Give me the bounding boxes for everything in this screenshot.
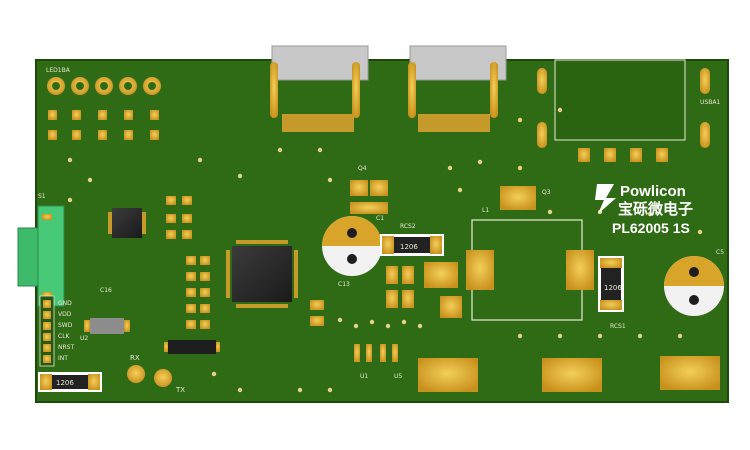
usb-connector-left bbox=[270, 45, 369, 132]
resistor-column-top bbox=[48, 110, 159, 140]
s1-label: S1 bbox=[38, 193, 46, 200]
tx-testpoint bbox=[154, 369, 172, 387]
bottom-pads bbox=[418, 356, 720, 392]
pin-int: INT bbox=[58, 355, 68, 362]
pin-nrst: NRST bbox=[58, 344, 74, 351]
led-row bbox=[47, 77, 161, 95]
component-cluster-center bbox=[310, 262, 462, 326]
resistor-rcs2 bbox=[380, 234, 444, 256]
c5-label: C5 bbox=[716, 249, 724, 256]
pcb-board bbox=[36, 60, 728, 402]
pin-gnd: GND bbox=[58, 300, 72, 307]
brand-name-cn: 宝砾微电子 bbox=[618, 200, 693, 218]
prog-header bbox=[39, 295, 55, 367]
brand-name: Powlicon bbox=[620, 183, 686, 200]
tx-label: TX bbox=[175, 386, 185, 394]
res-1206-c: 1206 bbox=[604, 284, 622, 292]
q3-label: Q3 bbox=[542, 189, 551, 196]
rx-label: RX bbox=[130, 354, 140, 362]
chip-u2 bbox=[108, 208, 146, 238]
pin-swd: SWD bbox=[58, 322, 73, 329]
u5-label: U5 bbox=[394, 373, 402, 380]
usb-connector-right bbox=[408, 45, 507, 132]
q4-label: Q4 bbox=[358, 165, 367, 172]
led-label: LED1BA bbox=[46, 67, 71, 74]
c16-label: C16 bbox=[100, 287, 112, 294]
mcu-chip bbox=[226, 240, 298, 308]
rcs-label: RCS2 bbox=[400, 223, 416, 230]
inductor-l1 bbox=[466, 219, 594, 321]
res-1206-b: 1206 bbox=[400, 243, 418, 251]
vias bbox=[67, 107, 703, 393]
rcs1-label: RCS1 bbox=[610, 323, 626, 330]
capacitor-c1 bbox=[322, 216, 382, 276]
res-1206-a: 1206 bbox=[56, 379, 74, 387]
mosfet-q4 bbox=[350, 180, 388, 214]
terminal-block bbox=[17, 205, 65, 307]
c1-label: C1 bbox=[376, 215, 384, 222]
mosfet-q3 bbox=[500, 186, 536, 210]
capacitor-c5 bbox=[664, 256, 724, 316]
pin-vdd: VDD bbox=[58, 311, 72, 318]
usba-footprint bbox=[537, 59, 710, 162]
resistor-rcs1 bbox=[598, 256, 624, 312]
chip-u1-u5 bbox=[354, 344, 398, 362]
black-chip-row bbox=[164, 340, 220, 354]
pin-clk: CLK bbox=[58, 333, 71, 340]
u2-label: U2 bbox=[80, 335, 88, 342]
board-model: PL62005 1S bbox=[612, 220, 690, 236]
resistor-1206-bottom bbox=[38, 372, 102, 392]
u1-label: U1 bbox=[360, 373, 368, 380]
chip-u2-package bbox=[84, 318, 130, 334]
c13-label: C13 bbox=[338, 281, 350, 288]
passive-column bbox=[166, 196, 210, 329]
rx-testpoint bbox=[127, 365, 145, 383]
l1-label: L1 bbox=[482, 207, 489, 214]
usb-label: USBA1 bbox=[700, 99, 720, 106]
brand-logo bbox=[595, 184, 616, 214]
